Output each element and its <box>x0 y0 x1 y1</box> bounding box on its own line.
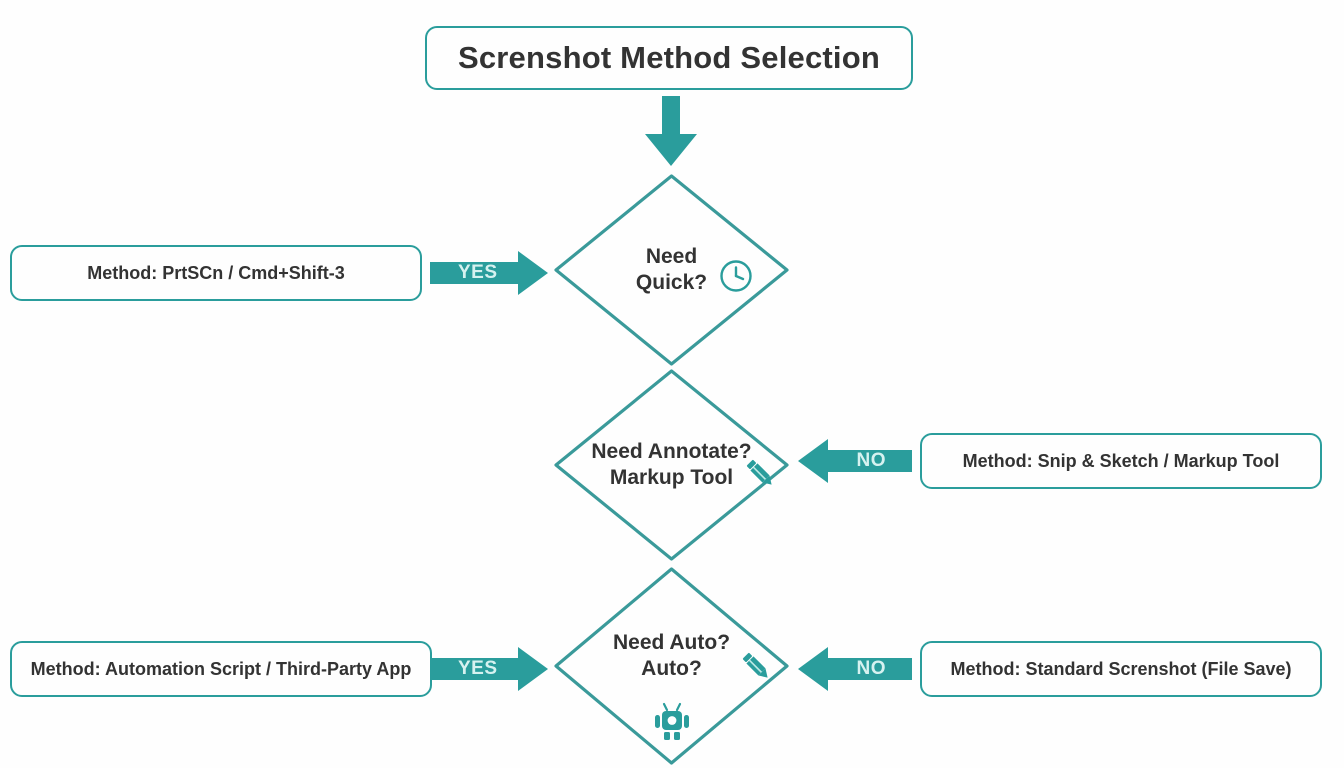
arrow-yes-auto: YES <box>430 647 548 691</box>
method-box-standard[interactable]: Method: Standard Screnshot (File Save) <box>920 641 1322 697</box>
method-box-automation[interactable]: Method: Automation Script / Third-Party … <box>10 641 432 697</box>
arrow-yes-quick: YES <box>430 251 548 295</box>
method-label: Method: Snip & Sketch / Markup Tool <box>962 450 1280 471</box>
decision-need-quick[interactable]: Need Quick? <box>553 173 790 367</box>
method-label: Method: Automation Script / Third-Party … <box>30 658 412 679</box>
pencil-icon <box>742 455 780 498</box>
clock-icon <box>718 258 754 299</box>
method-label: Method: Standard Screnshot (File Save) <box>950 658 1292 679</box>
page-title: Screnshot Method Selection <box>457 40 881 75</box>
flowchart-title-box: Screnshot Method Selection <box>425 26 913 90</box>
method-label: Method: PrtSCn / Cmd+Shift-3 <box>87 262 345 283</box>
arrow-down-icon <box>643 96 699 168</box>
method-box-annotate[interactable]: Method: Snip & Sketch / Markup Tool <box>920 433 1322 489</box>
pencil-icon <box>738 648 776 691</box>
arrow-no-annotate: NO <box>798 439 912 483</box>
robot-icon <box>652 702 692 749</box>
method-box-quick[interactable]: Method: PrtSCn / Cmd+Shift-3 <box>10 245 422 301</box>
arrow-no-auto: NO <box>798 647 912 691</box>
